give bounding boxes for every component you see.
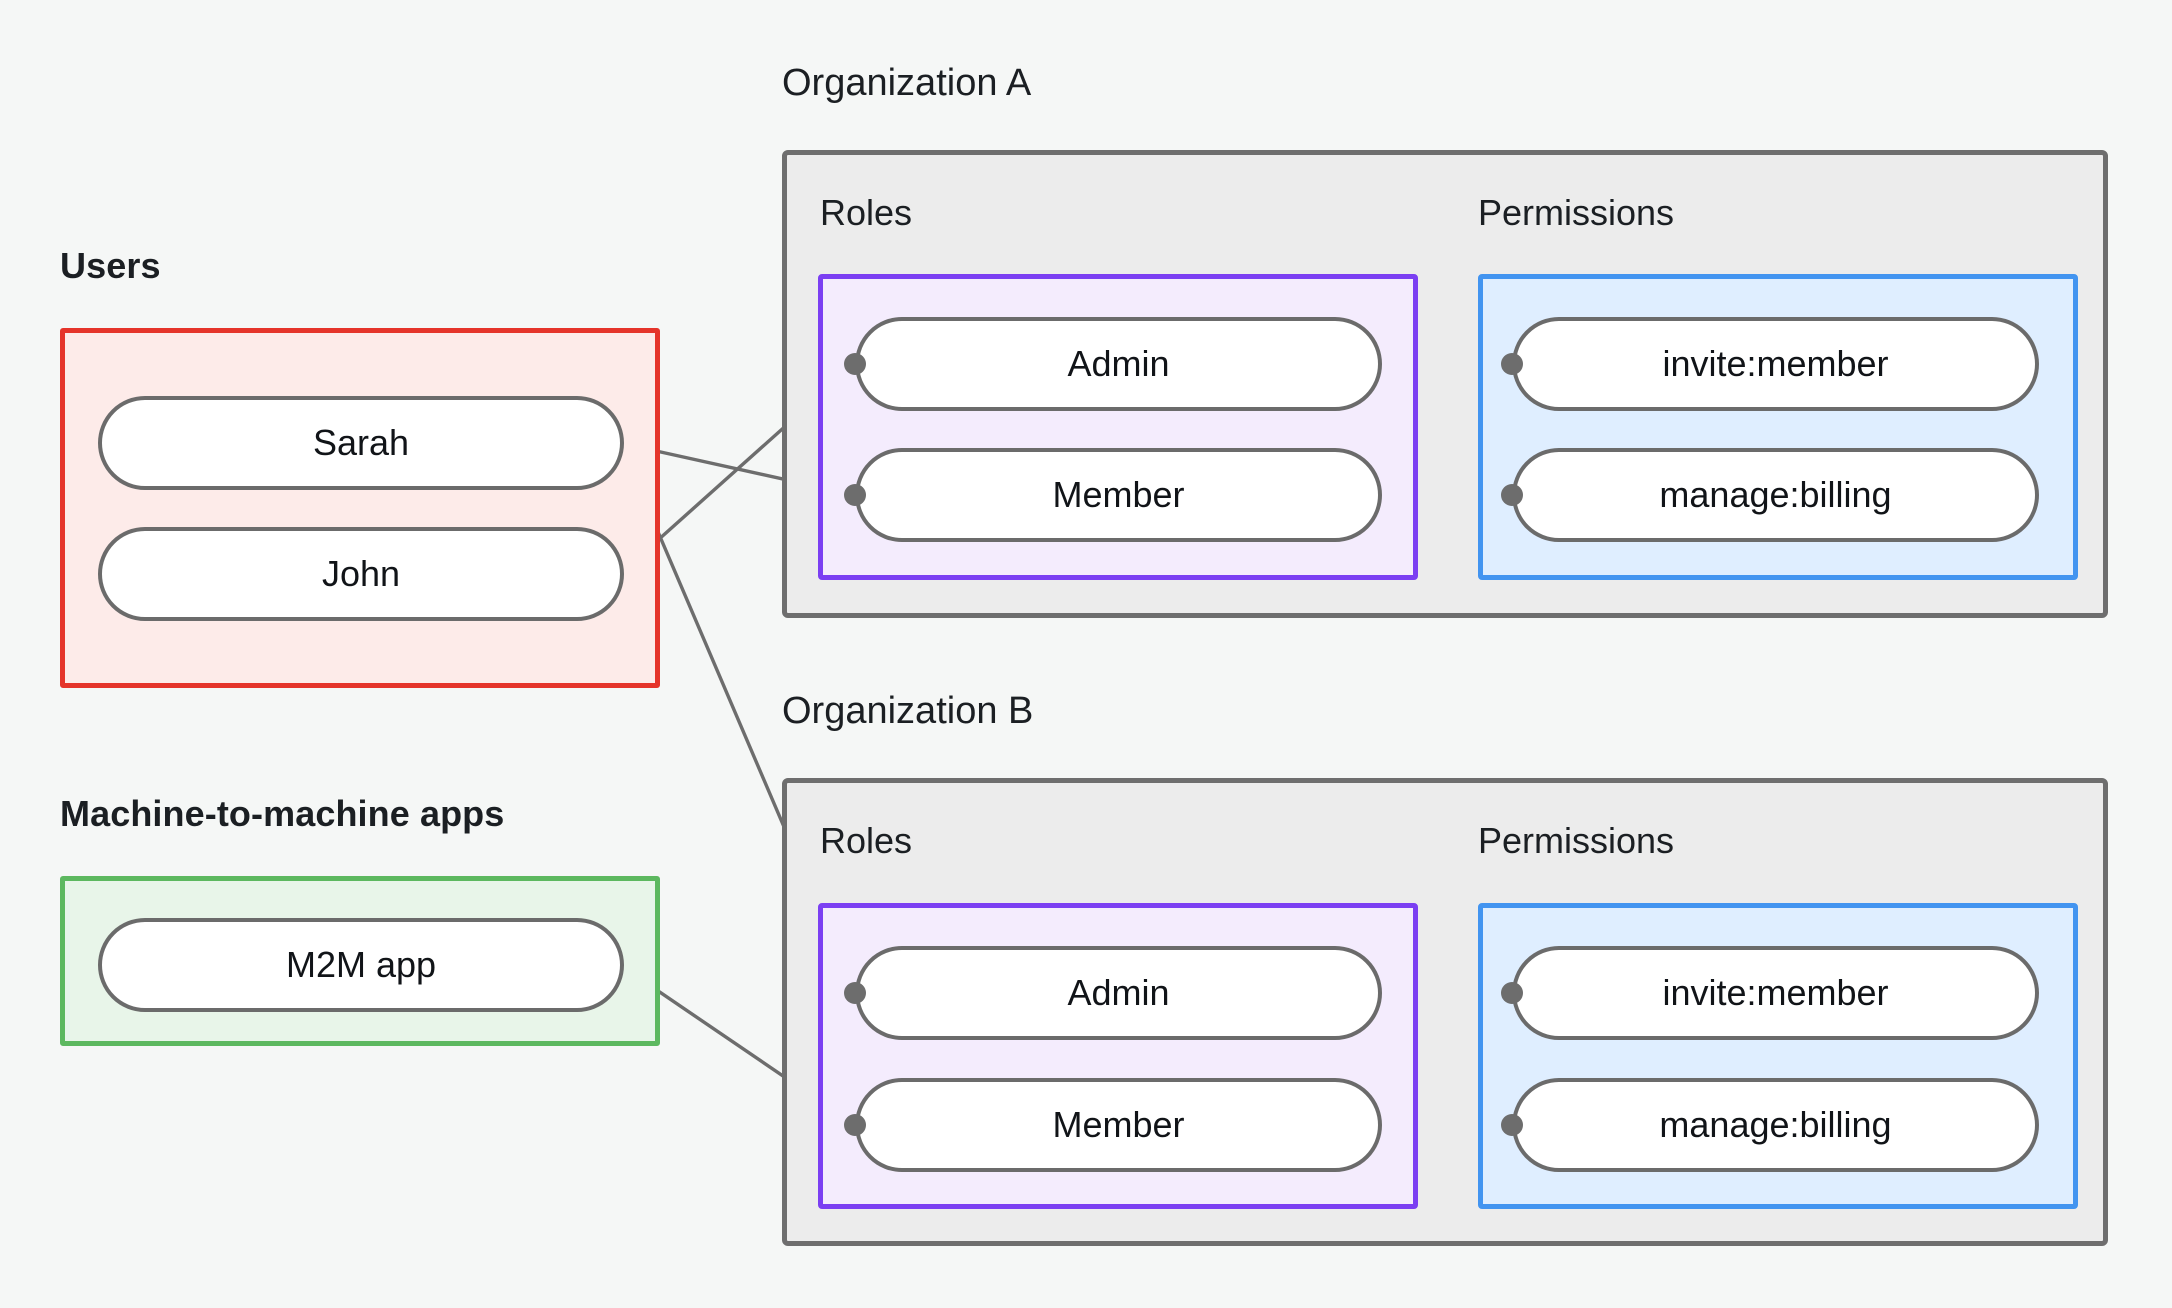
user-node-sarah-label: Sarah — [312, 422, 410, 463]
user-node-john-label: John — [321, 553, 401, 594]
organization-a-roles-label: Roles — [820, 192, 913, 233]
organization-a-permission-invite-member-label: invite:member — [1662, 343, 1889, 384]
organization-b-permission-manage-billing[interactable]: manage:billing — [1512, 1078, 2039, 1172]
m2m-node-app-label: M2M app — [285, 944, 437, 985]
organization-b-permission-invite-member-label: invite:member — [1662, 972, 1889, 1013]
organization-a-role-member-label: Member — [1052, 474, 1185, 515]
organization-b-role-member[interactable]: Member — [855, 1078, 1382, 1172]
organization-b-role-member-label: Member — [1052, 1104, 1185, 1145]
m2m-group-label: Machine-to-machine apps — [60, 793, 505, 834]
users-group-label: Users — [60, 245, 161, 286]
organization-b-permission-invite-member[interactable]: invite:member — [1512, 946, 2039, 1040]
organization-a-role-admin[interactable]: Admin — [855, 317, 1382, 411]
organization-a-permission-manage-billing[interactable]: manage:billing — [1512, 448, 2039, 542]
organization-a-role-admin-label: Admin — [1067, 343, 1170, 384]
user-node-sarah[interactable]: Sarah — [98, 396, 624, 490]
organization-b-roles-label: Roles — [820, 820, 913, 861]
organization-b-permission-manage-billing-label: manage:billing — [1659, 1104, 1892, 1145]
organization-b-role-admin-label: Admin — [1067, 972, 1170, 1013]
m2m-node-app[interactable]: M2M app — [98, 918, 624, 1012]
organization-a-permissions-label: Permissions — [1478, 192, 1675, 233]
organization-a-title: Organization A — [782, 62, 1032, 104]
organization-a-role-member[interactable]: Member — [855, 448, 1382, 542]
organization-b-permissions-label: Permissions — [1478, 820, 1675, 861]
user-node-john[interactable]: John — [98, 527, 624, 621]
organization-a-permission-manage-billing-label: manage:billing — [1659, 474, 1892, 515]
organization-b-role-admin[interactable]: Admin — [855, 946, 1382, 1040]
users-zone — [60, 328, 660, 688]
organization-a-permission-invite-member[interactable]: invite:member — [1512, 317, 2039, 411]
organization-b-title: Organization B — [782, 690, 1034, 732]
